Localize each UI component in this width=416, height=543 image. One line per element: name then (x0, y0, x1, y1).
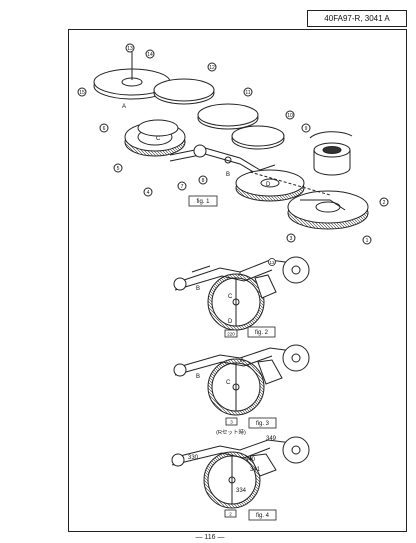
fig4-num-341: 341 (250, 467, 261, 473)
svg-text:15: 15 (79, 90, 85, 96)
svg-text:1: 1 (366, 238, 369, 244)
fig3-tag-box (225, 417, 238, 426)
fig4-num-349: 349 (266, 436, 277, 442)
svg-text:6: 6 (103, 126, 106, 132)
fig1-letters: A B C D (122, 104, 271, 188)
fig2-callout-13 (268, 258, 276, 266)
fig3-letter-c: C (226, 380, 231, 386)
fig2-drawing (173, 256, 310, 331)
fig2-letter-c: C (228, 294, 233, 300)
fig2-letter-b: B (196, 286, 200, 292)
fig1-letter-a: A (122, 104, 126, 110)
page-number: — 116 — (195, 534, 225, 541)
svg-text:10: 10 (287, 113, 293, 119)
svg-text:13: 13 (127, 46, 133, 52)
svg-text:5: 5 (117, 166, 120, 172)
fig4-tag-box (224, 509, 237, 518)
fig3-subcaption: (Rセット時) (216, 428, 246, 436)
fig2-caption: fig. 2 (255, 330, 269, 336)
fig4-tag: 2 (229, 512, 232, 517)
fig1-caption-box (188, 195, 218, 207)
svg-text:7: 7 (181, 184, 184, 190)
svg-text:11: 11 (245, 90, 250, 96)
figure-frame (68, 29, 407, 532)
fig1-caption: fig. 1 (196, 199, 210, 205)
svg-text:12: 12 (209, 65, 215, 71)
fig2-caption-box (247, 326, 276, 338)
fig2-tag: 220 (227, 332, 235, 337)
fig4-numbers: 330 349 340 341 334 (188, 436, 277, 494)
fig3-letter-b: B (196, 374, 200, 380)
fig1-labels: 13 14 15 12 11 10 9 6 5 4 7 8 2 3 1 (79, 46, 385, 244)
fig4-num-330: 330 (188, 455, 199, 461)
fig3-letters: A B C (196, 358, 244, 386)
fig4-num-340: 340 (245, 457, 256, 463)
svg-text:14: 14 (147, 52, 153, 58)
fig1-letter-c: C (156, 136, 161, 142)
svg-text:9: 9 (305, 126, 308, 132)
fig2-tag-box (224, 329, 238, 338)
svg-text:3: 3 (290, 236, 293, 242)
fig3-caption-box (248, 417, 277, 429)
fig1-callouts (77, 43, 389, 245)
svg-text:8: 8 (202, 178, 205, 184)
fig3-drawing (173, 344, 310, 416)
fig2-letter-d: D (228, 319, 233, 325)
fig3-caption: fig. 3 (256, 421, 270, 427)
fig1-drawing (77, 43, 389, 245)
fig4-caption: fig. 4 (256, 513, 270, 519)
fig4-drawing (171, 436, 310, 509)
svg-text:4: 4 (147, 190, 150, 196)
svg-text:2: 2 (383, 200, 386, 206)
document-code-box: 40FA97-R, 3041 A (307, 10, 407, 27)
fig1-letter-b: B (226, 172, 230, 178)
fig3-tag: 3 (230, 420, 233, 425)
fig2-letter-a: A (238, 272, 242, 278)
fig2-callout-label: 13 (269, 260, 275, 265)
fig2-letters: A B C D (196, 272, 242, 325)
fig4-num-334: 334 (236, 488, 247, 494)
fig1-letter-d: D (266, 182, 271, 188)
fig4-caption-box (248, 509, 277, 521)
fig3-letter-a: A (240, 358, 244, 364)
